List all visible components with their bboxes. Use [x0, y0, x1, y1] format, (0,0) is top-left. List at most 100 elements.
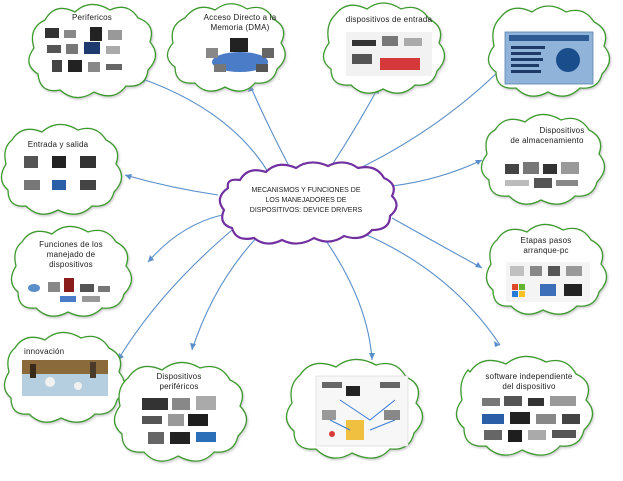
- entrada-keyboard: [352, 40, 376, 46]
- funciones-thumb: [82, 296, 100, 302]
- innovacion-photo-spot: [74, 382, 82, 390]
- periferico-thumb: [45, 28, 59, 38]
- arrowhead-software: [494, 341, 500, 347]
- windows-logo-yellow: [519, 291, 525, 297]
- node-label-line: dispositivos: [49, 260, 93, 269]
- arrowhead-funciones: [148, 255, 154, 262]
- disp-periferico-thumb: [142, 398, 168, 410]
- image-thumbnails: [22, 27, 594, 447]
- connector-entrada: [329, 87, 379, 169]
- etapas-images: [506, 262, 590, 302]
- dma-device: [262, 48, 274, 58]
- node-label-entrada-salida: Entrada y salida: [27, 140, 89, 149]
- node-label-line: Acceso Directo a la: [203, 13, 277, 22]
- software-thumb: [536, 414, 556, 424]
- innovacion-photo-person: [90, 362, 96, 378]
- periferico-thumb: [66, 44, 78, 54]
- diagram-box: [380, 382, 400, 388]
- cloud-funciones: [10, 225, 133, 317]
- arrowhead-disp-perifericos: [190, 343, 196, 350]
- arrowhead-diagram: [369, 353, 375, 360]
- node-label-dispositivos-entrada: dispositivos de entrada: [345, 15, 433, 24]
- slide-title-bar: [509, 35, 589, 41]
- diagram-box: [322, 382, 342, 388]
- software-thumb: [528, 430, 546, 440]
- periferico-thumb: [84, 42, 100, 54]
- almacenamiento-image: [505, 162, 579, 188]
- node-label-dma: Acceso Directo a la Memoria (DMA): [190, 13, 290, 33]
- central-topic-line: LOS MANEJADORES DE: [265, 197, 347, 204]
- software-thumb: [504, 396, 522, 406]
- funciones-thumb: [64, 278, 74, 292]
- periferico-thumb: [106, 64, 122, 70]
- almacenamiento-thumb: [505, 180, 529, 186]
- periferico-thumb: [47, 45, 61, 53]
- periferico-thumb: [64, 30, 76, 38]
- connector-perifericos: [139, 77, 269, 173]
- arrowhead-etapas: [475, 262, 482, 268]
- funciones-thumb: [98, 286, 110, 292]
- etapas-thumb: [540, 284, 556, 296]
- entrada-device: [404, 38, 422, 46]
- entrada-salida-images: [24, 156, 96, 190]
- node-label-line: manejado de: [46, 250, 96, 259]
- disp-periferico-thumb: [188, 414, 208, 426]
- node-label-line: periféricos: [159, 382, 199, 391]
- disp-periferico-thumb: [142, 416, 162, 424]
- io-thumb: [80, 156, 96, 168]
- central-topic-line: MECANISMOS Y FUNCIONES DE: [251, 187, 361, 194]
- funciones-images: [28, 278, 110, 302]
- etapas-thumb: [564, 284, 582, 296]
- disp-periferico-thumb: [148, 432, 164, 444]
- slide-text-line: [511, 52, 541, 55]
- central-topic-line: DISPOSITIVOS: DEVICE DRIVERS: [249, 207, 363, 214]
- disp-periferico-thumb: [196, 432, 216, 442]
- dma-image: [206, 38, 274, 72]
- dma-device: [214, 64, 226, 72]
- windows-logo-red: [512, 284, 518, 290]
- almacenamiento-thumb: [523, 162, 539, 174]
- almacenamiento-thumb: [505, 164, 519, 174]
- periferico-thumb: [106, 46, 120, 54]
- disp-periferico-thumb: [168, 414, 184, 426]
- entrada-image: [346, 32, 432, 76]
- software-thumb: [550, 396, 576, 406]
- perifericos-images: [45, 27, 122, 72]
- periferico-thumb: [52, 60, 62, 72]
- software-images: [482, 396, 580, 442]
- node-label-almacenamiento: Dispositivos de almacenamiento: [498, 126, 596, 146]
- disp-periferico-thumb: [196, 396, 216, 410]
- software-thumb: [508, 430, 522, 442]
- diagram-box: [346, 420, 364, 440]
- periferico-thumb: [108, 30, 122, 40]
- node-label-line: arranque-pc: [523, 246, 569, 255]
- connector-dma: [249, 84, 291, 169]
- dma-device: [206, 48, 218, 58]
- almacenamiento-thumb: [556, 180, 578, 186]
- almacenamiento-thumb: [534, 178, 552, 188]
- entrada-tablet: [380, 58, 420, 70]
- diagram-box: [346, 386, 360, 396]
- disp-periferico-thumb: [172, 398, 190, 410]
- connector-entrada-salida: [124, 174, 219, 196]
- software-thumb: [482, 414, 504, 424]
- central-topic: MECANISMOS Y FUNCIONES DE LOS MANEJADORE…: [238, 186, 374, 216]
- node-label-funciones: Funciones de los manejado de dispositivo…: [26, 240, 116, 270]
- connector-almacenamiento: [391, 159, 483, 187]
- node-label-line: Dispositivos: [539, 126, 585, 135]
- io-thumb: [24, 180, 40, 190]
- node-label-line: de almacenamiento: [510, 136, 584, 145]
- diagram-dot: [329, 431, 335, 437]
- disp-perifericos-images: [142, 396, 216, 444]
- entrada-device: [382, 36, 398, 46]
- slide-globe: [556, 48, 580, 72]
- diagram-box: [322, 410, 336, 420]
- connector-funciones: [147, 214, 223, 263]
- connector-software: [359, 231, 501, 346]
- node-label-line: Funciones de los: [39, 240, 103, 249]
- node-label-perifericos: Perifericos: [72, 13, 112, 22]
- windows-logo-blue: [512, 291, 518, 297]
- diagram-box: [384, 410, 400, 420]
- arrowhead-almacenamiento: [475, 160, 482, 165]
- periferico-thumb: [68, 60, 82, 72]
